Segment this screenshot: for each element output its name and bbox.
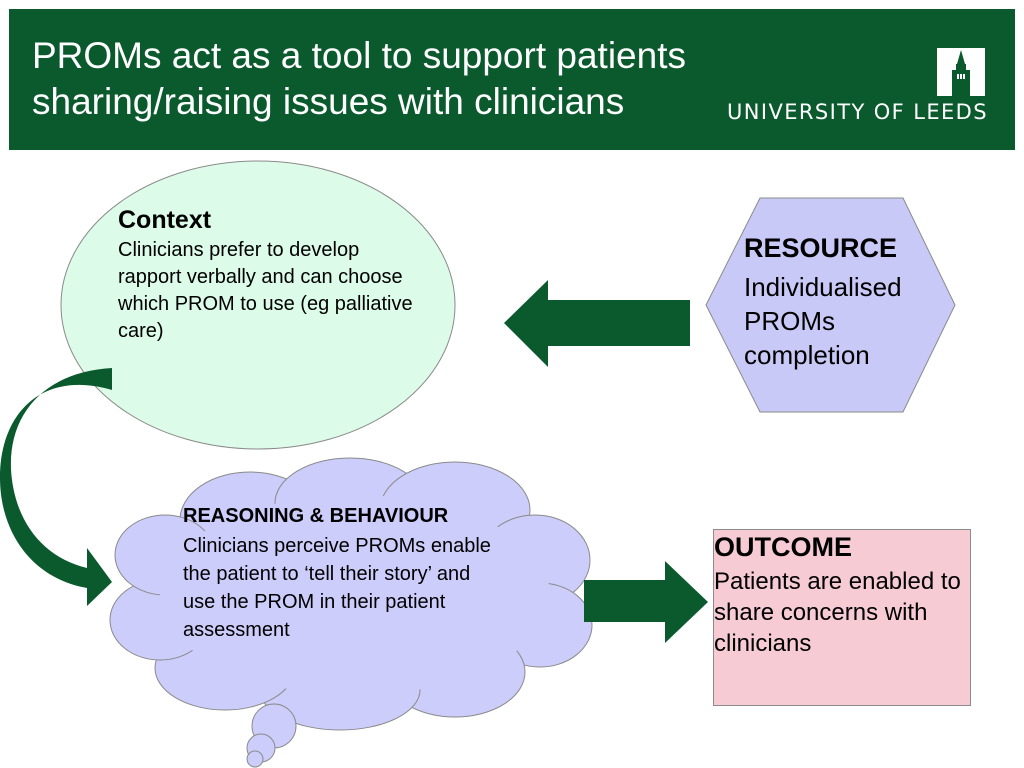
outcome-box — [713, 529, 971, 706]
arrow-resource-to-context — [504, 280, 690, 367]
thought-bubbles — [246, 703, 297, 768]
page-title: PROMs act as a tool to support patients … — [32, 33, 732, 125]
title-line-1: PROMs act as a tool to support patients — [32, 35, 686, 76]
outcome-body: Patients are enabled to share concerns w… — [714, 568, 961, 657]
arrow-context-to-reasoning — [0, 368, 112, 606]
header-banner — [9, 9, 1015, 150]
context-heading: Context — [118, 206, 212, 234]
title-line-2: sharing/raising issues with clinicians — [32, 81, 625, 122]
resource-body: Individualised PROMs completion — [744, 272, 902, 370]
context-body: Clinicians prefer to develop rapport ver… — [118, 239, 413, 342]
outcome-textblock: OUTCOME Patients are enabled to share co… — [714, 530, 976, 659]
reasoning-textblock: REASONING & BEHAVIOUR Clinicians perceiv… — [183, 502, 503, 644]
outcome-heading: OUTCOME — [714, 532, 852, 562]
resource-hexagon — [705, 197, 956, 413]
university-tower-icon — [937, 48, 985, 96]
context-ellipse — [60, 160, 456, 450]
tower-graphic — [952, 50, 970, 96]
resource-textblock: RESOURCE Individualised PROMs completion — [744, 230, 944, 372]
university-logo-text: UNIVERSITY OF LEEDS — [727, 100, 988, 124]
context-textblock: Context Clinicians prefer to develop rap… — [118, 203, 418, 345]
reasoning-heading: REASONING & BEHAVIOUR — [183, 505, 449, 527]
resource-heading: RESOURCE — [744, 233, 898, 263]
arrow-reasoning-to-outcome — [584, 561, 708, 643]
reasoning-body: Clinicians perceive PROMs enable the pat… — [183, 535, 491, 641]
